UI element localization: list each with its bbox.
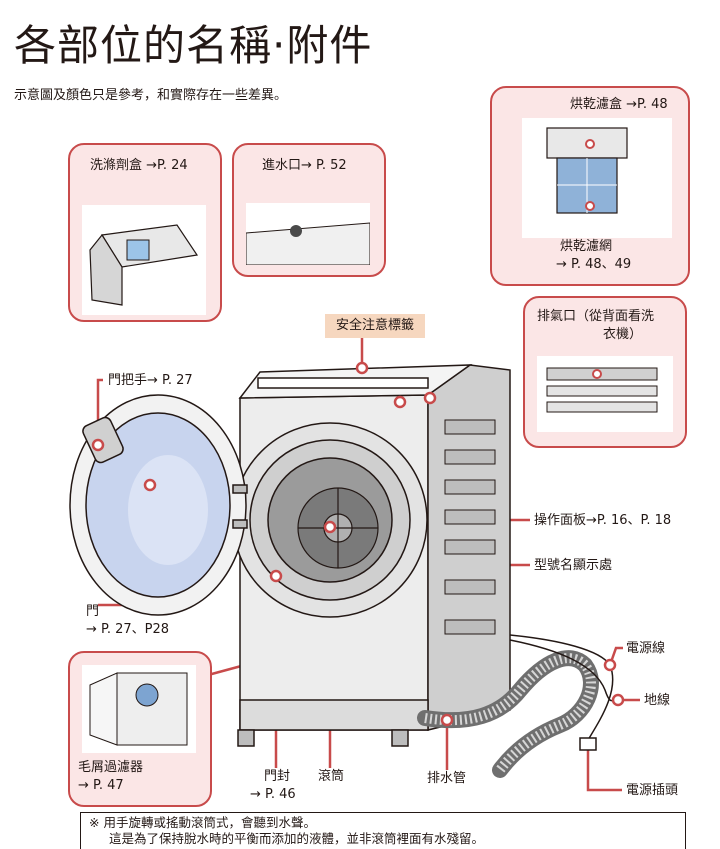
- door-marker: [143, 478, 157, 492]
- callout-dry-filter: 烘乾濾盒 →P. 48 烘乾濾網 → P. 48、49: [490, 86, 690, 286]
- control-panel-marker: [423, 391, 437, 405]
- detergent-drawer-icon: [89, 224, 199, 306]
- detergent-box-label: 洗滌劑盒 →P. 24: [90, 158, 188, 173]
- door-label: 門: [86, 604, 100, 619]
- callout-water-inlet: 進水口→ P. 52: [232, 143, 386, 277]
- exhaust-photo: [537, 356, 673, 432]
- lint-filter-page: → P. 47: [78, 778, 124, 793]
- door: [69, 394, 248, 616]
- dry-filter-net-label: 烘乾濾網: [560, 239, 613, 254]
- ground-wire-marker: [611, 693, 625, 707]
- callout-lint-filter: 毛屑過濾器 → P. 47: [68, 651, 212, 807]
- door-handle-label: 門把手→ P. 27: [108, 373, 193, 388]
- door-seal-label: 門封: [264, 769, 291, 784]
- door-seal-page: → P. 46: [250, 787, 296, 802]
- page-subtitle: 示意圖及顏色只是參考，和實際存在一些差異。: [14, 88, 288, 103]
- callout-detergent-box: 洗滌劑盒 →P. 24: [68, 143, 222, 322]
- ground-wire-label: 地線: [644, 693, 671, 708]
- drain-hose-label: 排水管: [427, 771, 467, 786]
- water-inlet-photo: [245, 203, 371, 266]
- door-page: → P. 27、P28: [86, 622, 170, 637]
- footnote-line1: ※ 用手旋轉或搖動滾筒式，會聽到水聲。: [89, 815, 316, 830]
- door-seal-marker: [269, 569, 283, 583]
- detergent-box-photo: [82, 205, 206, 315]
- model-plate-label: 型號名顯示處: [534, 558, 613, 573]
- lint-filter-icon: [89, 672, 188, 746]
- callout-exhaust: 排氣口（從背面看洗 衣機）: [523, 296, 687, 448]
- drain-hose: [417, 650, 599, 778]
- safety-label: 安全注意標籤: [325, 314, 425, 338]
- dry-filter-icon: [546, 127, 628, 214]
- dry-filter-photo: [522, 118, 672, 238]
- exhaust-label-line1: 排氣口（從背面看洗: [537, 309, 655, 324]
- page-title: 各部位的名稱‧附件: [14, 21, 373, 70]
- dry-filter-box-label: 烘乾濾盒 →P. 48: [570, 97, 668, 112]
- dry-filter-net-page: → P. 48、49: [556, 257, 632, 272]
- footnote-line2: 這是為了保持脫水時的平衡而添加的液體，並非滾筒裡面有水殘留。: [109, 831, 485, 846]
- drum-label: 滾筒: [318, 769, 345, 784]
- model-plate-marker: [393, 395, 407, 409]
- lint-filter-label: 毛屑過濾器: [78, 760, 144, 775]
- drum: [297, 487, 379, 569]
- power-cord-label: 電源線: [626, 641, 666, 656]
- drum-marker: [323, 520, 337, 534]
- water-inlet-icon: [245, 222, 371, 266]
- safety-label-marker: [355, 361, 369, 375]
- water-inlet-label: 進水口→ P. 52: [262, 158, 347, 173]
- lint-filter-photo: [82, 665, 196, 753]
- power-plug-label: 電源插頭: [626, 783, 679, 798]
- footnote-box: ※ 用手旋轉或搖動滾筒式，會聽到水聲。 這是為了保持脫水時的平衡而添加的液體，並…: [80, 812, 686, 849]
- door-handle-marker: [91, 438, 105, 452]
- power-cord-marker: [603, 658, 617, 672]
- exhaust-icon: [546, 367, 658, 413]
- exhaust-label-line2: 衣機）: [603, 327, 643, 342]
- control-panel-label: 操作面板→P. 16、P. 18: [534, 513, 672, 528]
